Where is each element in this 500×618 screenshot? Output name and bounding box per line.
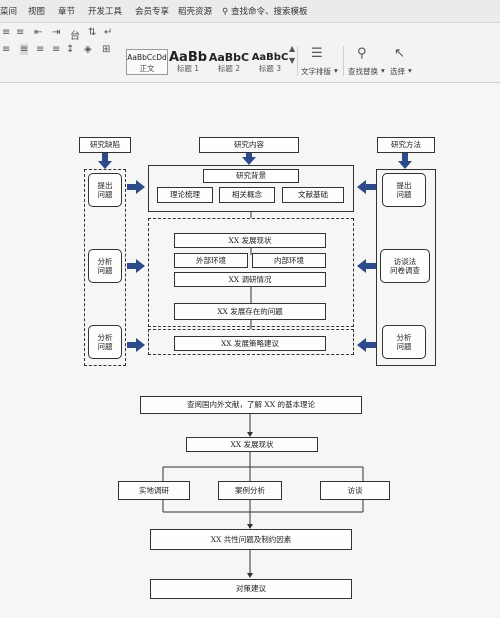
arrow-right-icon (127, 259, 145, 273)
style-heading-1[interactable]: AaBb 标题 1 (168, 49, 208, 75)
style-heading-3-preview: AaBbC (251, 52, 289, 63)
find-replace-label[interactable]: 查找替换 (348, 67, 378, 76)
literature-basis-box: 文献基础 (282, 187, 344, 203)
common-problems-step: XX 共性问题及制约因素 (150, 529, 352, 550)
research-background-title: 研究背景 (203, 169, 299, 183)
left-item-analyze-question: 分析 问题 (88, 249, 122, 283)
development-status-group (148, 218, 354, 327)
case-analysis-box: 案例分析 (218, 481, 282, 500)
line-spacing-icon[interactable]: ↕ (66, 44, 75, 55)
left-column-header: 研究缺陷 (79, 137, 131, 153)
right-item-interview-survey: 访谈法 问卷调查 (380, 249, 430, 283)
align-left-icon[interactable]: ≡ (2, 44, 11, 55)
right-column-header: 研究方法 (377, 137, 435, 153)
left-item-analyze-question-2: 分析 问题 (88, 325, 122, 359)
menu-item-section[interactable]: 章节 (58, 7, 76, 17)
menu-item-docer[interactable]: 稻壳资源 (178, 7, 213, 17)
style-heading-1-preview: AaBb (169, 50, 207, 65)
right-item-raise-question: 提出 问题 (382, 173, 426, 207)
style-normal-name: 正文 (139, 64, 155, 73)
cursor-icon[interactable]: ↖ (394, 46, 405, 61)
development-suggestions-box: XX 发展策略建议 (174, 336, 326, 351)
related-concepts-box: 相关概念 (219, 187, 275, 203)
right-item-analyze-question: 分析 问题 (382, 325, 426, 359)
menu-item-view[interactable]: 视图 (28, 7, 46, 17)
arrow-right-icon (127, 338, 145, 352)
countermeasures-step: 对策建议 (150, 579, 352, 599)
menu-bar: 菜间 视图 章节 开发工具 会员专享 稻壳资源 ⚲ 查找命令、搜索模板 (0, 0, 500, 23)
borders-icon[interactable]: ⊞ (102, 44, 111, 55)
survey-status-box: XX 调研情况 (174, 272, 326, 287)
ribbon-divider (343, 46, 344, 76)
external-environment-box: 外部环境 (174, 253, 248, 268)
arrowhead-icon (247, 432, 253, 437)
arrow-left-icon (357, 259, 376, 273)
find-icon[interactable]: ⚲ (357, 46, 367, 61)
diagram-connectors (98, 152, 412, 578)
theory-review-box: 理论梳理 (157, 187, 213, 203)
arrow-down-icon (398, 153, 412, 169)
style-normal[interactable]: AaBbCcDd 正文 (126, 49, 168, 75)
find-replace-dropdown-icon[interactable]: ▾ (381, 66, 385, 75)
style-heading-1-name: 标题 1 (176, 64, 200, 73)
justify-icon[interactable]: ≡ (52, 44, 61, 55)
show-marks-icon[interactable]: ↵ (104, 27, 113, 38)
indent-icon[interactable]: ⇤ (34, 27, 43, 38)
left-dashed-column (84, 169, 126, 366)
shading-icon[interactable]: ◈ (84, 44, 92, 55)
menu-item-developer[interactable]: 开发工具 (88, 7, 123, 17)
internal-environment-box: 内部环境 (252, 253, 326, 268)
interview-box: 访谈 (320, 481, 390, 500)
select-label[interactable]: 选择 (390, 67, 405, 76)
arrow-left-icon (357, 180, 376, 194)
left-item-raise-question: 提出 问题 (88, 173, 122, 207)
literature-review-step: 查阅国内外文献，了解 XX 的基本理论 (140, 396, 362, 414)
arrow-down-icon (242, 152, 256, 165)
development-problems-box: XX 发展存在的问题 (174, 303, 326, 320)
suggestions-group (148, 329, 354, 355)
text-layout-icon[interactable]: ☰ (311, 46, 323, 61)
search-icon: ⚲ (222, 7, 229, 17)
text-layout-dropdown-icon[interactable]: ▾ (334, 66, 338, 75)
ribbon-divider (297, 46, 298, 76)
arrow-left-icon (357, 338, 376, 352)
arrowhead-icon (247, 573, 253, 578)
command-search[interactable]: ⚲ 查找命令、搜索模板 (222, 5, 307, 17)
arrow-down-icon (98, 153, 112, 169)
list-number-icon[interactable]: ≡ (16, 27, 25, 38)
style-heading-2[interactable]: AaBbC 标题 2 (207, 49, 251, 75)
align-center-icon[interactable]: ≡ (20, 44, 29, 55)
document-page[interactable]: 研究缺陷 研究内容 研究方法 提出 问题 分析 问题 分析 问题 提出 问题 访… (0, 83, 500, 618)
chinese-layout-icon[interactable]: 台 (70, 31, 80, 42)
style-heading-2-name: 标题 2 (217, 64, 241, 73)
gallery-down-icon[interactable]: ▼ (289, 56, 296, 65)
style-heading-3[interactable]: AaBbC 标题 3 (250, 49, 290, 75)
menu-item-member[interactable]: 会员专享 (135, 7, 170, 17)
development-status-step: XX 发展现状 (186, 437, 318, 452)
field-research-box: 实地调研 (118, 481, 190, 500)
right-column-frame (376, 169, 436, 366)
development-status-box: XX 发展现状 (174, 233, 326, 248)
arrowhead-icon (247, 524, 253, 529)
text-layout-label[interactable]: 文字排版 (301, 67, 331, 76)
menu-item-insert[interactable]: 菜间 (0, 7, 18, 17)
sort-icon[interactable]: ⇅ (88, 27, 97, 38)
research-background-group (148, 165, 354, 212)
style-heading-3-name: 标题 3 (258, 64, 282, 73)
select-dropdown-icon[interactable]: ▾ (408, 66, 412, 75)
center-column-header: 研究内容 (199, 137, 299, 153)
arrow-right-icon (127, 180, 145, 194)
style-heading-2-preview: AaBbC (208, 51, 250, 64)
outdent-icon[interactable]: ⇥ (52, 27, 61, 38)
command-search-label: 查找命令、搜索模板 (230, 7, 308, 17)
list-bullet-icon[interactable]: ≡ (2, 27, 11, 38)
style-normal-preview: AaBbCcDd (127, 53, 167, 62)
ribbon-toolbar: 菜间 视图 章节 开发工具 会员专享 稻壳资源 ⚲ 查找命令、搜索模板 ≡ ≡ … (0, 0, 500, 83)
gallery-up-icon[interactable]: ▲ (289, 44, 296, 53)
align-right-icon[interactable]: ≡ (36, 44, 45, 55)
